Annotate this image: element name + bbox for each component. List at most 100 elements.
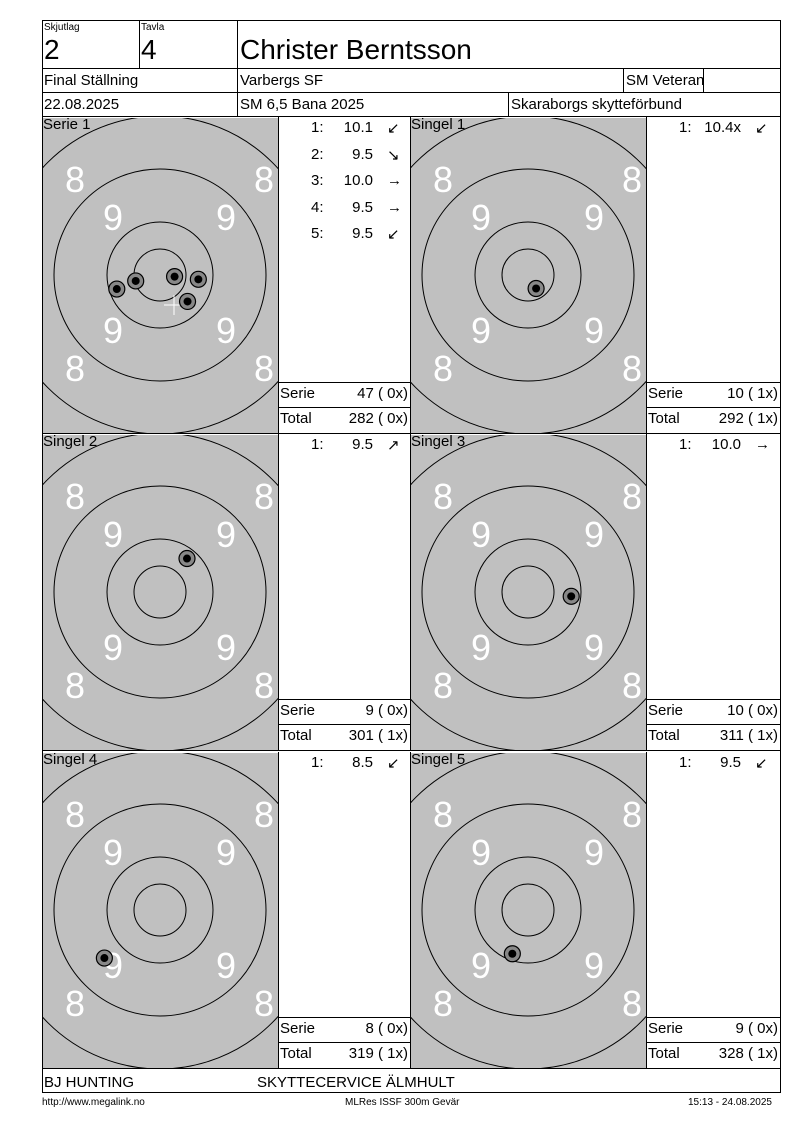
total-value: 311 ( 1x) [719, 727, 778, 744]
ring-number: 8 [433, 476, 453, 517]
shot-index: 5: [311, 225, 324, 242]
ring-number: 8 [254, 348, 274, 389]
total-label: Total [280, 1045, 312, 1062]
shot-value: 9.5 [352, 436, 373, 453]
total-label: Total [280, 727, 312, 744]
total-value: 301 ( 1x) [348, 727, 408, 744]
ring-number: 8 [254, 159, 274, 200]
shot-hole [127, 272, 145, 290]
ring-number: 9 [584, 514, 604, 555]
shot-value: 9.5 [352, 198, 373, 216]
total-label: Total [280, 410, 312, 427]
shot-index: 2: [311, 145, 324, 163]
serie-value: 9 ( 0x) [735, 1020, 778, 1037]
shot-index: 1: [679, 119, 692, 136]
serie-value: 8 ( 0x) [365, 1020, 408, 1037]
ring-number: 9 [103, 832, 123, 873]
ring-number: 9 [103, 627, 123, 668]
stage-label: Final Ställning [44, 72, 139, 89]
shot-hole [562, 587, 580, 605]
shot-index: 3: [311, 172, 324, 189]
shot-value: 10.0 [711, 436, 741, 453]
ring-number: 9 [216, 832, 236, 873]
ring-number: 9 [103, 310, 123, 351]
shot-value: 10.0 [343, 172, 373, 189]
shot-hole [165, 268, 184, 286]
ring-number: 8 [622, 665, 642, 706]
shot-direction-icon: ↙ [387, 755, 400, 772]
shot-value: 10.4x [704, 119, 741, 136]
ring-number: 8 [65, 665, 85, 706]
shot-hole [178, 292, 197, 311]
total-value: 328 ( 1x) [718, 1045, 778, 1062]
shot-hole [189, 270, 207, 288]
ring-number: 9 [216, 945, 236, 986]
footer-url: http://www.megalink.no [42, 1097, 145, 1108]
ring-number: 8 [254, 476, 274, 517]
sponsor-2: SKYTTECERVICE ÄLMHULT [257, 1074, 455, 1091]
panel-title: Singel 1 [411, 116, 466, 133]
ring-number: 9 [471, 945, 491, 986]
date: 22.08.2025 [44, 96, 120, 113]
class-name: SM Veteran [626, 72, 703, 89]
sponsor-1: BJ HUNTING [44, 1074, 134, 1091]
ring-number: 8 [622, 159, 642, 200]
ring-number: 8 [433, 794, 453, 835]
squad-value: 2 [44, 34, 60, 65]
serie-label: Serie [280, 385, 316, 402]
ring-number: 9 [584, 310, 604, 351]
serie-label: Serie [280, 702, 316, 719]
ring-number: 9 [584, 627, 604, 668]
shooter-name: Christer Berntsson [240, 34, 472, 65]
ring-number: 9 [584, 832, 604, 873]
federation-name: Skaraborgs skytteförbund [511, 96, 682, 113]
ring-number: 8 [254, 794, 274, 835]
ring-number: 8 [65, 159, 85, 200]
ring-number: 9 [471, 514, 491, 555]
ring-number: 8 [254, 983, 274, 1024]
ring-number: 9 [584, 945, 604, 986]
footer-software: MLRes ISSF 300m Gevär [345, 1097, 460, 1108]
footer-printed: 15:13 - 24.08.2025 [688, 1097, 772, 1108]
ring-number: 8 [622, 794, 642, 835]
total-label: Total [648, 410, 680, 427]
ring-number: 8 [65, 348, 85, 389]
shot-index: 4: [311, 198, 324, 216]
shot-direction-icon: → [387, 172, 402, 189]
shot-index: 1: [311, 119, 324, 136]
total-value: 282 ( 0x) [348, 410, 408, 427]
ring-number: 8 [622, 983, 642, 1024]
shot-hole [527, 279, 545, 298]
shot-direction-icon: → [755, 436, 770, 453]
shot-value: 9.5 [352, 225, 373, 242]
shot-value: 8.5 [352, 754, 373, 771]
ring-number: 8 [433, 983, 453, 1024]
shot-hole [503, 945, 521, 963]
serie-label: Serie [280, 1020, 316, 1037]
ring-number: 9 [216, 310, 236, 351]
event-name: SM 6,5 Bana 2025 [240, 96, 365, 113]
ring-number: 8 [65, 983, 85, 1024]
shot-value: 10.1 [343, 119, 373, 136]
ring-number: 8 [622, 348, 642, 389]
serie-value: 9 ( 0x) [365, 702, 408, 719]
ring-number: 9 [103, 197, 123, 238]
serie-label: Serie [648, 385, 684, 402]
panel-title: Singel 3 [411, 433, 466, 450]
total-value: 292 ( 1x) [718, 410, 778, 427]
serie-value: 10 ( 0x) [727, 702, 778, 719]
ring-number: 9 [471, 310, 491, 351]
serie-value: 10 ( 1x) [727, 385, 778, 402]
total-value: 319 ( 1x) [348, 1045, 408, 1062]
ring-number: 8 [254, 665, 274, 706]
ring-number: 8 [433, 665, 453, 706]
ring-number: 8 [622, 476, 642, 517]
shot-hole [178, 549, 196, 568]
serie-label: Serie [648, 702, 684, 719]
ring-number: 9 [584, 197, 604, 238]
